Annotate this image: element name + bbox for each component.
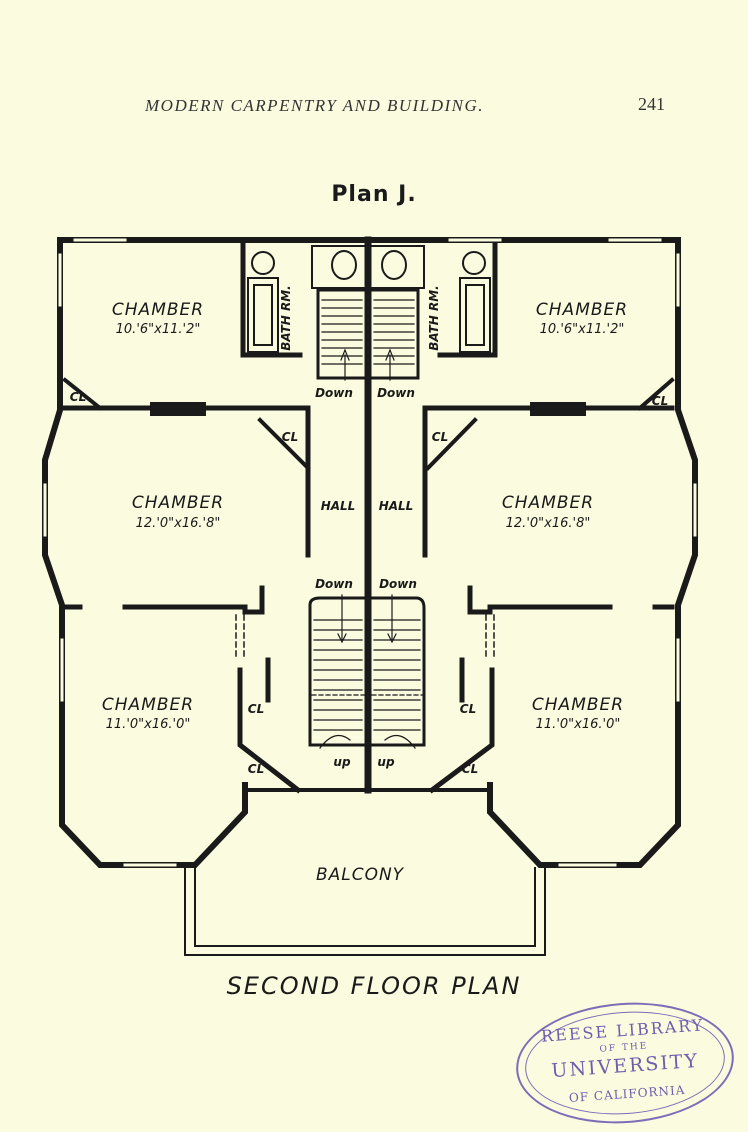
chamber-ne-dims: 10.'6"x11.'2"	[540, 322, 625, 337]
closet-label-5: CL	[248, 702, 264, 716]
lower-stairs	[308, 594, 426, 749]
stair-down-label-2: Down	[377, 386, 415, 400]
hall-w-label: HALL	[321, 499, 356, 513]
chamber-ne-name: CHAMBER	[536, 300, 628, 320]
plan-title: Plan J.	[331, 182, 417, 207]
chamber-nw-dims: 10.'6"x11.'2"	[116, 322, 201, 337]
page-number: 241	[638, 94, 665, 114]
bath-w-label: BATH RM.	[279, 285, 293, 350]
running-header: MODERN CARPENTRY AND BUILDING. 241	[145, 94, 665, 120]
room-labels: CHAMBER 10.'6"x11.'2" CHAMBER 10.'6"x11.…	[70, 285, 668, 885]
running-title: MODERN CARPENTRY AND BUILDING.	[145, 96, 485, 115]
bath-fixtures	[247, 245, 491, 353]
bath-e-label: BATH RM.	[427, 285, 441, 350]
chamber-se-name: CHAMBER	[532, 695, 624, 715]
closet-label-1: CL	[70, 390, 86, 404]
balcony-rail	[184, 867, 546, 956]
closet-label-6: CL	[460, 702, 476, 716]
stair-down-label-1: Down	[315, 386, 353, 400]
balcony-label: BALCONY	[316, 865, 405, 885]
closet-label-4: CL	[432, 430, 448, 444]
chamber-mw-name: CHAMBER	[132, 493, 224, 513]
chamber-mw-dims: 12.'0"x16.'8"	[136, 516, 221, 531]
closet-label-2: CL	[652, 394, 668, 408]
closet-label-8: CL	[462, 762, 478, 776]
chamber-nw-name: CHAMBER	[112, 300, 204, 320]
closet-label-3: CL	[282, 430, 298, 444]
windows	[43, 238, 697, 867]
hall-e-label: HALL	[379, 499, 414, 513]
stair-up-label-1: up	[333, 755, 351, 769]
plan-caption: SECOND FLOOR PLAN	[226, 972, 522, 1000]
stair-down-label-4: Down	[379, 577, 417, 591]
stair-up-label-2: up	[377, 755, 395, 769]
stair-down-label-3: Down	[315, 577, 353, 591]
chamber-me-name: CHAMBER	[502, 493, 594, 513]
chamber-se-dims: 11.'0"x16.'0"	[536, 717, 621, 732]
chamber-sw-name: CHAMBER	[102, 695, 194, 715]
chamber-me-dims: 12.'0"x16.'8"	[506, 516, 591, 531]
closet-label-7: CL	[248, 762, 264, 776]
chamber-sw-dims: 11.'0"x16.'0"	[106, 717, 191, 732]
upper-stairs	[316, 288, 420, 381]
